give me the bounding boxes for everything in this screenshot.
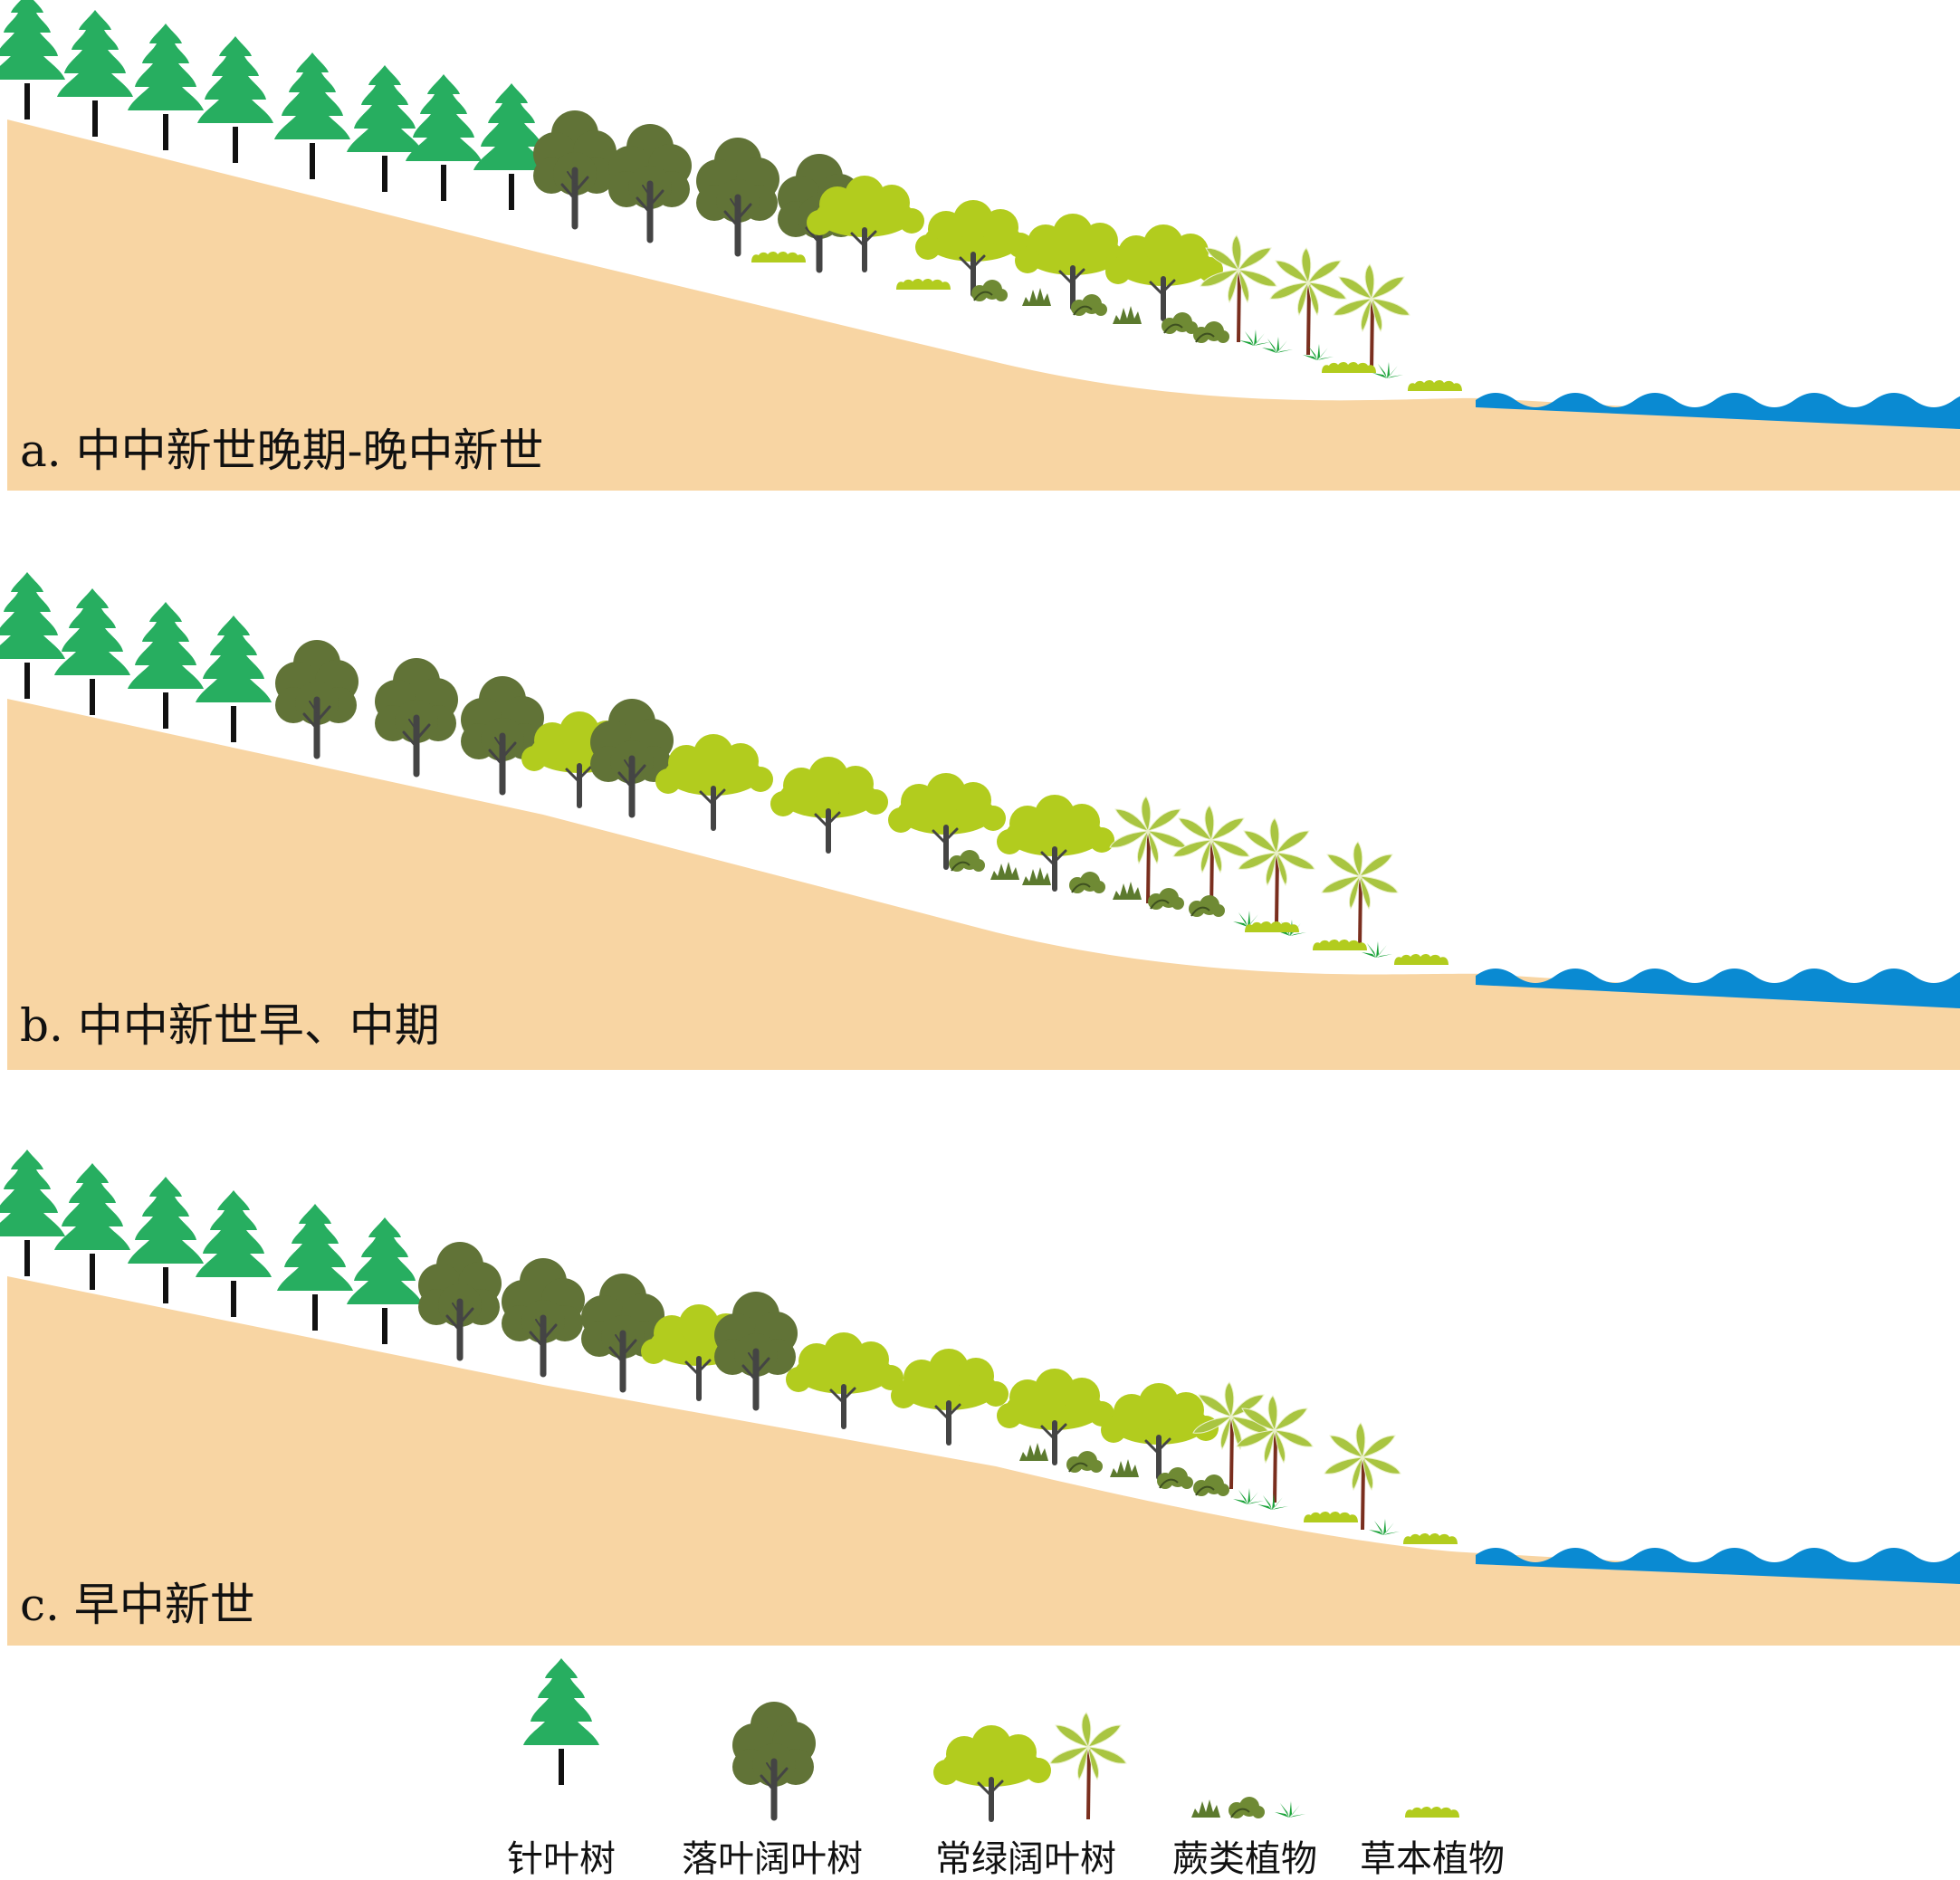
shrub-icon xyxy=(1068,871,1106,894)
water-wave xyxy=(1476,965,1960,1008)
fern-icon xyxy=(1113,882,1142,900)
deciduous-tree-icon xyxy=(418,1242,502,1358)
conifer-icon xyxy=(0,0,65,119)
conifer-icon xyxy=(54,1163,130,1290)
shrub-icon xyxy=(1188,894,1226,918)
conifer-icon xyxy=(347,1217,423,1344)
ground-slope xyxy=(7,1276,1960,1646)
herb-icon xyxy=(1304,1512,1358,1522)
palm-icon xyxy=(1269,247,1347,356)
panel-label: a. 中中新世晚期-晚中新世 xyxy=(20,425,544,477)
evergreen-broadleaf-tree-icon xyxy=(997,1369,1114,1463)
evergreen-broadleaf-tree-icon xyxy=(915,200,1033,294)
herb-icon xyxy=(1405,1807,1459,1818)
palm-icon xyxy=(1333,263,1410,372)
shrub-icon xyxy=(1156,1466,1194,1490)
legend-label-fern: 蕨类植物 xyxy=(1172,1838,1317,1880)
fern-icon xyxy=(1019,1443,1048,1461)
shrub-icon xyxy=(948,849,986,873)
conifer-icon xyxy=(0,572,65,699)
conifer-icon xyxy=(196,616,272,742)
deciduous-tree-icon xyxy=(533,110,617,226)
herb-icon xyxy=(1394,954,1448,965)
legend: 针叶树 落叶阔叶树 常绿阔叶树 蕨类植物 草本植物 xyxy=(507,1658,1505,1880)
herb-icon xyxy=(1322,362,1376,373)
deciduous-tree-icon xyxy=(581,1274,664,1389)
conifer-icon xyxy=(0,1150,65,1276)
conifer-icon xyxy=(128,24,204,150)
panel-label: b. 中中新世早、中期 xyxy=(20,999,440,1052)
conifer-icon xyxy=(196,1190,272,1317)
conifer-icon xyxy=(274,52,350,179)
legend-label-evergreen: 常绿阔叶树 xyxy=(935,1838,1116,1880)
shrub-icon xyxy=(1192,1474,1230,1497)
shrub-icon xyxy=(970,279,1009,302)
evergreen-broadleaf-tree-icon xyxy=(770,757,888,851)
conifer-icon xyxy=(54,588,130,715)
deciduous-tree-icon xyxy=(275,640,359,756)
legend-label-conifer: 针叶树 xyxy=(507,1838,616,1880)
evergreen-broadleaf-tree-icon xyxy=(786,1332,904,1427)
ground-slope xyxy=(7,699,1960,1070)
evergreen-broadleaf-tree-icon xyxy=(891,1349,1009,1443)
fern-icon xyxy=(1022,288,1051,306)
panel-label: c. 早中新世 xyxy=(20,1579,255,1631)
fern-icon xyxy=(1022,867,1051,885)
shrub-icon xyxy=(1147,887,1185,911)
herb-icon xyxy=(896,279,951,290)
palm-icon xyxy=(1238,817,1315,926)
deciduous-tree-icon xyxy=(714,1292,798,1408)
water-wave xyxy=(1476,1542,1960,1584)
ground-slope xyxy=(7,119,1960,491)
deciduous-tree-icon xyxy=(502,1258,585,1374)
herb-icon xyxy=(751,252,806,262)
fern-icon xyxy=(990,862,1019,880)
shrub-icon xyxy=(1066,1450,1104,1474)
fern-icon xyxy=(1369,1519,1400,1535)
panel-a: a. 中中新世晚期-晚中新世 xyxy=(0,0,1960,491)
conifer-icon xyxy=(347,65,423,192)
conifer-icon xyxy=(57,10,133,137)
herb-icon xyxy=(1408,380,1462,391)
palm-icon xyxy=(1236,1395,1314,1503)
legend-label-herb: 草本植物 xyxy=(1360,1838,1505,1880)
legend-label-deciduous: 落叶阔叶树 xyxy=(682,1838,863,1880)
fern-icon xyxy=(1233,1488,1264,1504)
evergreen-broadleaf-tree-icon xyxy=(933,1712,1127,1819)
shrub-icon xyxy=(1161,311,1199,335)
herb-icon xyxy=(1245,921,1299,932)
herb-icon xyxy=(1403,1533,1458,1544)
palm-icon xyxy=(1109,796,1187,904)
conifer-icon xyxy=(128,602,204,729)
deciduous-tree-icon xyxy=(608,124,692,240)
palm-icon xyxy=(1321,841,1399,950)
fern-icon xyxy=(1113,306,1142,324)
shrub-icon xyxy=(1070,293,1108,317)
water-wave xyxy=(1476,387,1960,429)
panel-c: c. 早中新世 xyxy=(0,1150,1960,1646)
deciduous-tree-icon xyxy=(375,658,458,774)
shrub-icon xyxy=(1192,320,1230,344)
fern-icon xyxy=(1239,329,1270,346)
evergreen-broadleaf-tree-icon xyxy=(1105,224,1223,319)
deciduous-tree-icon xyxy=(461,676,544,792)
conifer-icon xyxy=(128,1177,204,1303)
conifer-icon xyxy=(277,1204,353,1331)
evergreen-broadleaf-tree-icon xyxy=(655,734,773,828)
conifer-icon xyxy=(406,74,482,201)
fern-icon xyxy=(1257,1494,1288,1510)
deciduous-tree-icon xyxy=(732,1702,816,1818)
fern-icon xyxy=(1110,1459,1139,1477)
conifer-icon xyxy=(523,1658,599,1785)
fern-icon xyxy=(1262,337,1293,353)
panel-b: b. 中中新世早、中期 xyxy=(0,572,1960,1070)
conifer-icon xyxy=(197,36,273,163)
deciduous-tree-icon xyxy=(696,138,779,253)
deciduous-tree-icon xyxy=(590,699,674,815)
fern-icon xyxy=(1372,362,1403,378)
evergreen-broadleaf-tree-icon xyxy=(888,773,1006,867)
fern-icon xyxy=(1191,1796,1305,1819)
